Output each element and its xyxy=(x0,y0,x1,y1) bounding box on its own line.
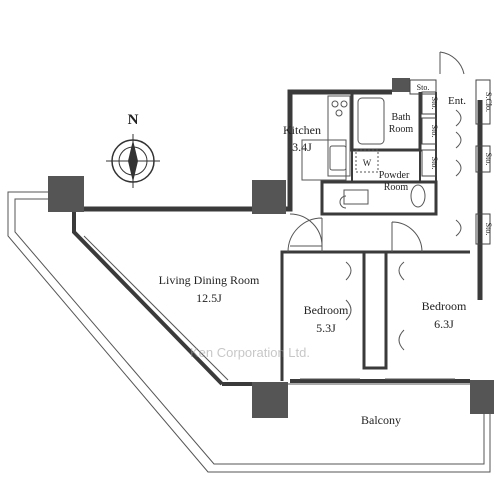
closet-doors-2 xyxy=(398,261,405,351)
storage-box-3 xyxy=(421,117,437,145)
kitchen-counter xyxy=(327,95,351,177)
bedroom-door-1 xyxy=(287,217,323,253)
storage-box-2 xyxy=(421,91,437,115)
pillar-nw xyxy=(48,176,84,212)
window-diagonal xyxy=(83,235,229,381)
kitchen-size: 3.4J xyxy=(292,140,312,154)
bath-label-1: Bath xyxy=(392,112,411,123)
storage-box-4 xyxy=(421,149,437,177)
balcony-outline xyxy=(7,191,491,473)
bedroom-divider xyxy=(362,252,388,370)
bath-label-2: Room xyxy=(389,124,414,135)
storage-label-6: Sto. xyxy=(484,223,493,236)
closet-doors-1 xyxy=(345,261,352,321)
bedroom1-size: 5.3J xyxy=(316,321,336,335)
bedroom2-size: 6.3J xyxy=(434,317,454,331)
storage-label-2: Sto. xyxy=(430,97,439,110)
storage-box-6 xyxy=(475,213,491,245)
core-wall xyxy=(351,92,437,182)
sink xyxy=(329,145,347,171)
pillar-sw xyxy=(252,382,288,418)
storage-label-1: Sto. xyxy=(417,83,430,92)
storage-label-5: Sto. xyxy=(484,153,493,166)
entrance-label: Ent. xyxy=(448,95,466,107)
powder-label-2: Room xyxy=(384,182,409,193)
stove-burner-2 xyxy=(340,100,348,108)
washer xyxy=(355,149,379,173)
storage-doors xyxy=(455,109,462,237)
bathtub xyxy=(357,97,385,145)
ldk-door xyxy=(289,213,323,247)
living-label: Living Dining Room xyxy=(159,273,260,287)
bedroom2-label: Bedroom xyxy=(422,299,467,313)
pillar-center xyxy=(252,180,286,214)
compass: N xyxy=(106,112,160,188)
bedroom-partition xyxy=(280,250,470,381)
stove-burner-3 xyxy=(335,109,343,117)
kitchen-label: Kitchen xyxy=(283,123,321,137)
shoe-closet-label: S.Clo. xyxy=(484,92,493,112)
pillar-se xyxy=(470,380,494,414)
pillar-ne xyxy=(392,78,410,92)
balcony-inner-line xyxy=(14,198,485,465)
entrance-door xyxy=(439,51,465,75)
stove-burner-1 xyxy=(331,100,339,108)
watermark: Ken Corporation Ltd. xyxy=(190,345,310,360)
south-wall xyxy=(222,379,470,386)
compass-label: N xyxy=(128,112,139,128)
compass-needle xyxy=(128,140,138,182)
storage-box-5 xyxy=(475,145,491,173)
balcony-label: Balcony xyxy=(361,413,401,427)
toilet xyxy=(339,189,369,209)
shoe-closet-box xyxy=(475,79,491,125)
powder-label-1: Powder xyxy=(379,170,410,181)
diagonal-wall xyxy=(72,209,224,386)
bedroom1-label: Bedroom xyxy=(304,303,349,317)
storage-box-1 xyxy=(409,79,437,95)
living-size: 12.5J xyxy=(196,291,222,305)
storage-label-3: Sto. xyxy=(430,125,439,138)
storage-label-4: Sto. xyxy=(430,157,439,170)
powder-wall xyxy=(320,180,438,216)
washer-mark: W xyxy=(363,158,372,168)
bath-wall xyxy=(350,92,422,152)
bedroom-door-2 xyxy=(391,221,423,253)
powder-sink xyxy=(410,184,426,208)
